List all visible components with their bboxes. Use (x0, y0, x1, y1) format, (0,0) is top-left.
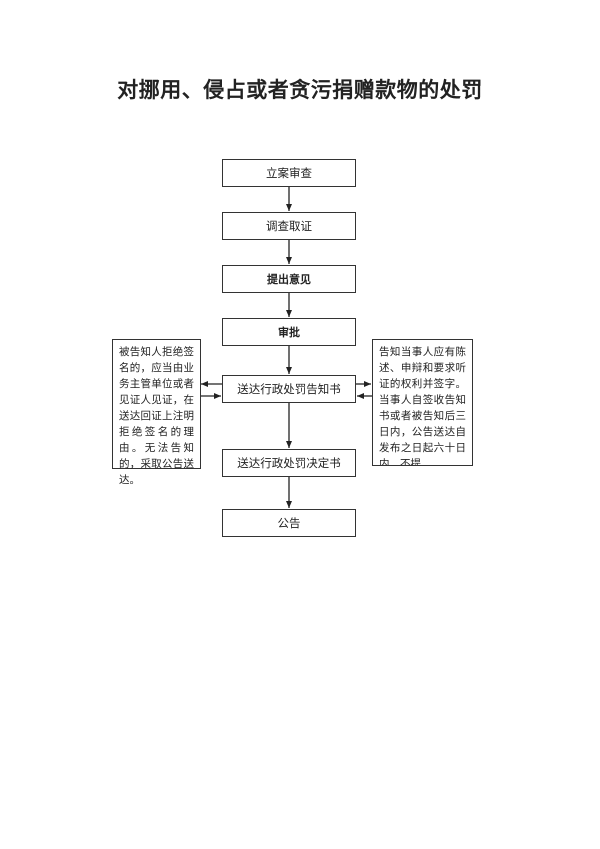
left-note: 被告知人拒绝签名的，应当由业务主管单位或者见证人见证，在送达回证上注明拒绝签名的… (112, 339, 201, 486)
step-label: 提出意见 (267, 273, 311, 286)
step-decision: 送达行政处罚决定书 (222, 449, 356, 477)
step-label: 审批 (278, 326, 300, 339)
right-note: 告知当事人应有陈述、申辩和要求听证的权利并签字。当事人自签收告知书或者被告知后三… (372, 339, 473, 466)
step-approval: 审批 (222, 318, 356, 346)
step-investigation: 调查取证 (222, 212, 356, 240)
step-label: 送达行政处罚告知书 (237, 382, 341, 396)
step-label: 立案审查 (266, 166, 312, 180)
step-label: 公告 (277, 516, 301, 530)
step-opinion: 提出意见 (222, 265, 356, 293)
step-filing-review: 立案审查 (222, 159, 356, 187)
step-label: 送达行政处罚决定书 (237, 456, 341, 470)
step-notice: 送达行政处罚告知书 (222, 375, 356, 403)
step-announcement: 公告 (222, 509, 356, 537)
step-label: 调查取证 (266, 219, 312, 233)
page-title: 对挪用、侵占或者贪污捐赠款物的处罚 (117, 77, 483, 102)
